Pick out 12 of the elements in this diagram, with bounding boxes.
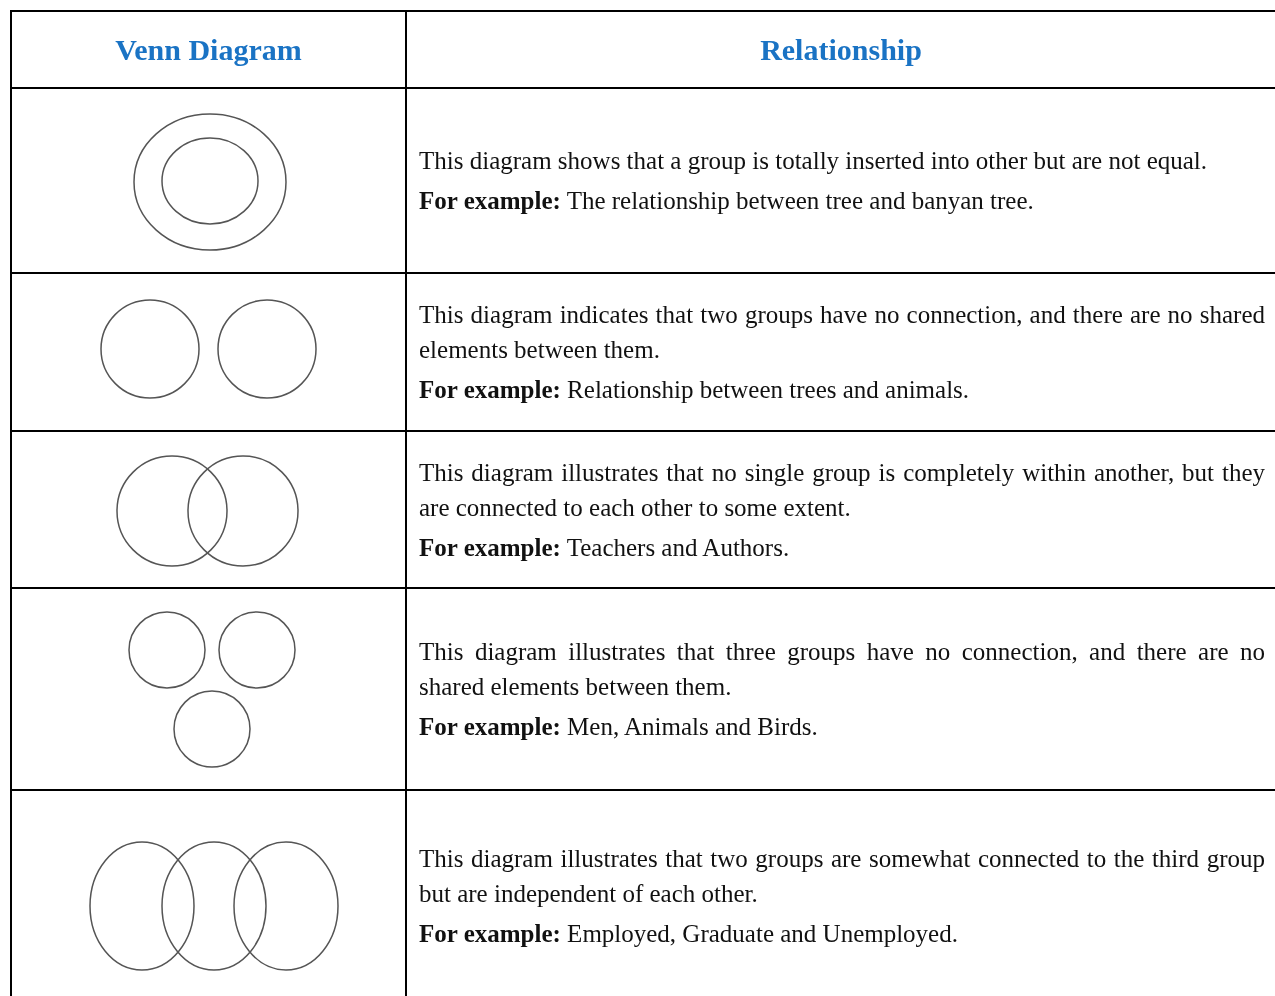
- column-header: Venn Diagram: [115, 32, 302, 68]
- example-text: For example: The relationship between tree and banyan tree.: [419, 186, 1035, 216]
- description-text: This diagram illustrates that two groups are somewhat connected to the third group but are independent of each other.: [419, 844, 1265, 909]
- column-header: Relationship: [760, 32, 922, 68]
- example-text: For example: Relationship between trees and animals.: [419, 375, 971, 405]
- description-text: This diagram illustrates that three groups have no connection, and there are no shared elements between them.: [419, 637, 1265, 702]
- example-text: For example: Men, Animals and Birds.: [419, 712, 819, 742]
- description-text: This diagram illustrates that no single group is completely within another, but they are connected to each other to some extent.: [419, 457, 1265, 523]
- description-text: This diagram indicates that two groups have no connection, and there are no shared elements between them.: [419, 300, 1265, 365]
- example-text: For example: Employed, Graduate and Unemployed.: [419, 919, 959, 949]
- example-text: For example: Teachers and Authors.: [419, 532, 791, 563]
- description-text: This diagram shows that a group is totally inserted into other but are not equal.: [419, 146, 1209, 176]
